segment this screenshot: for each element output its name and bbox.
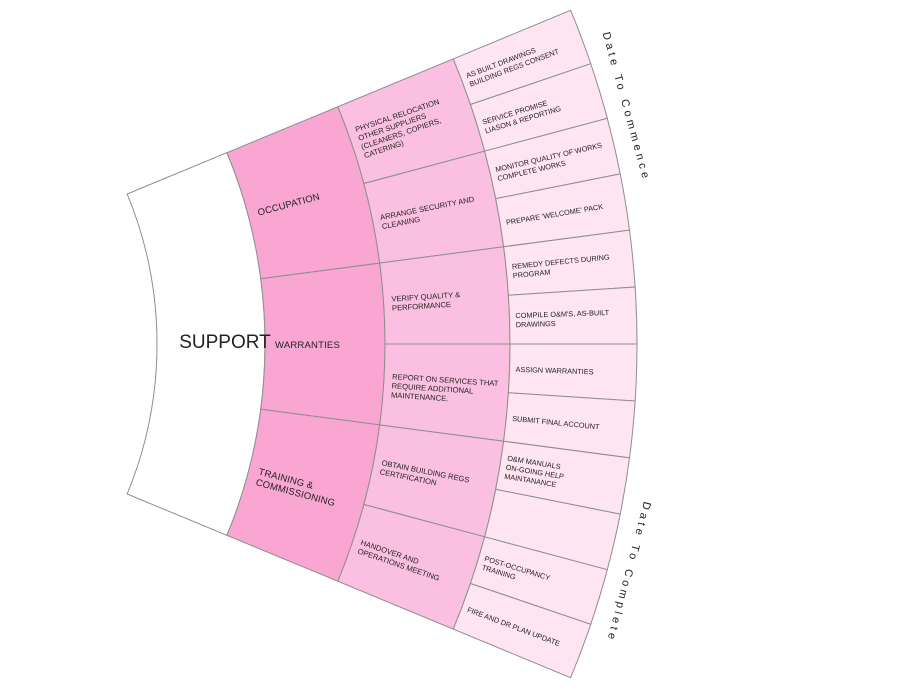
level2-label: VERIFY QUALITY &PERFORMANCE bbox=[391, 290, 461, 313]
level3-label: ASSIGN WARRANTIES bbox=[515, 365, 593, 377]
level1-label: WARRANTIES bbox=[275, 340, 340, 351]
level1-ring bbox=[226, 106, 386, 582]
root-label: SUPPORT bbox=[179, 332, 271, 353]
level3-ring bbox=[452, 9, 638, 679]
level3-sector bbox=[452, 582, 592, 679]
level3-label: COMPILE O&M'S, AS-BUILTDRAWINGS bbox=[515, 308, 610, 329]
